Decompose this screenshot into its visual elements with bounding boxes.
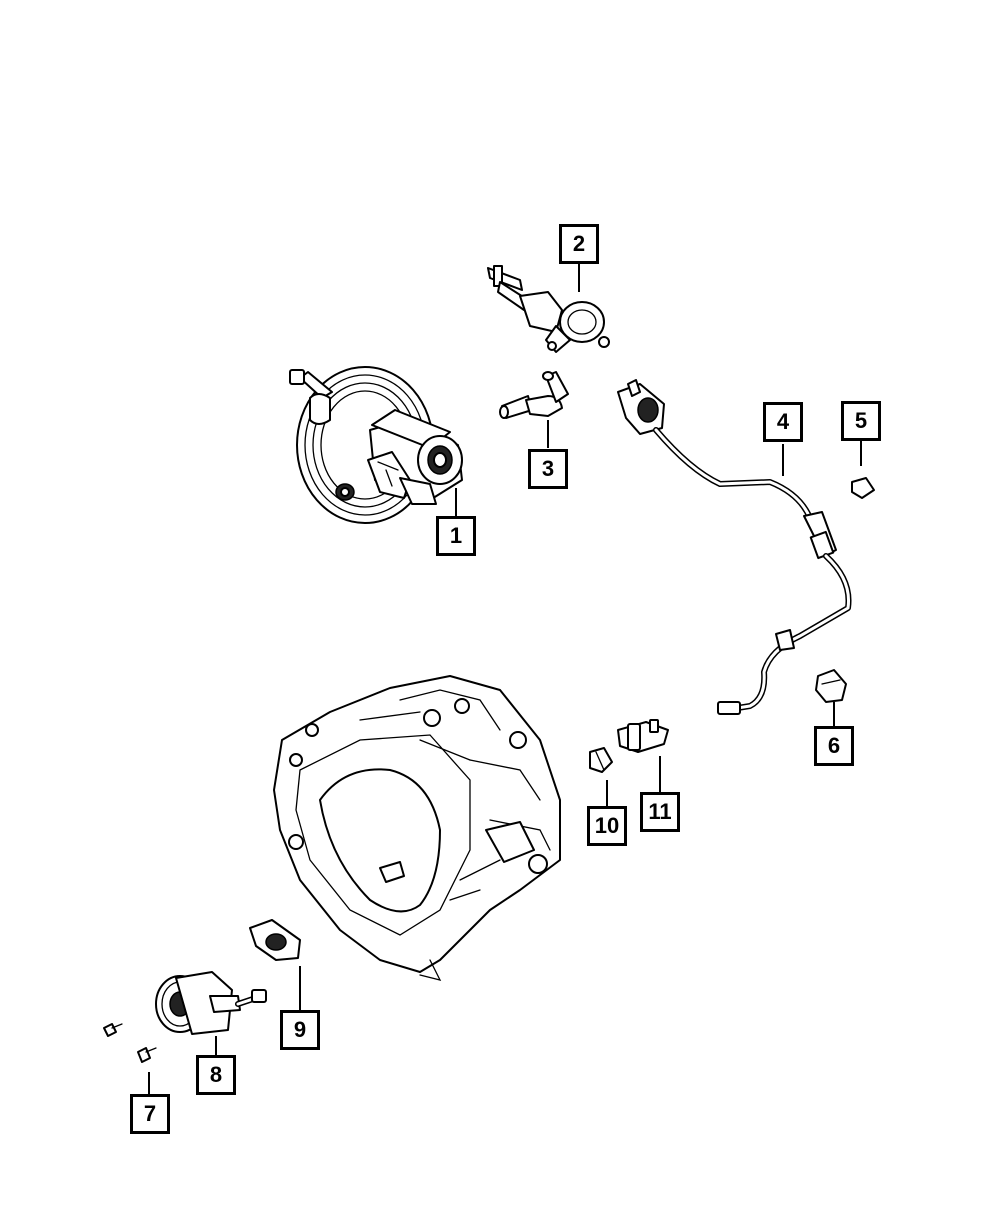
callout-6: 6 [814, 726, 854, 766]
callout-7: 7 [130, 1094, 170, 1134]
leader-line-9 [299, 966, 301, 1010]
callout-3: 3 [528, 449, 568, 489]
connector-11 [617, 719, 669, 753]
leader-line-7 [148, 1072, 150, 1094]
clutch-hydraulic-line [617, 379, 852, 715]
callout-5: 5 [841, 401, 881, 441]
retaining-clip-6 [815, 669, 847, 703]
seal-plate [249, 919, 301, 961]
leader-line-6 [833, 702, 835, 728]
transmission-case [273, 675, 561, 981]
callout-2: 2 [559, 224, 599, 264]
leader-line-1 [455, 488, 457, 516]
clutch-hose-fitting [499, 371, 569, 419]
bolt-lower [137, 1047, 157, 1063]
leader-line-2 [578, 264, 580, 292]
bolt-upper [103, 1023, 123, 1037]
callout-11: 11 [640, 792, 680, 832]
connector-10 [589, 747, 613, 773]
clutch-master-cylinder [487, 265, 610, 353]
leader-line-10 [606, 780, 608, 806]
slave-cylinder [155, 971, 267, 1035]
callout-10: 10 [587, 806, 627, 846]
retaining-clip-5 [851, 477, 875, 499]
brake-booster-assembly [289, 366, 463, 524]
leader-line-11 [659, 756, 661, 792]
callout-8: 8 [196, 1055, 236, 1095]
callout-1: 1 [436, 516, 476, 556]
leader-line-4 [782, 444, 784, 476]
callout-9: 9 [280, 1010, 320, 1050]
callout-4: 4 [763, 402, 803, 442]
leader-line-8 [215, 1036, 217, 1056]
leader-line-3 [547, 420, 549, 448]
leader-line-5 [860, 440, 862, 466]
